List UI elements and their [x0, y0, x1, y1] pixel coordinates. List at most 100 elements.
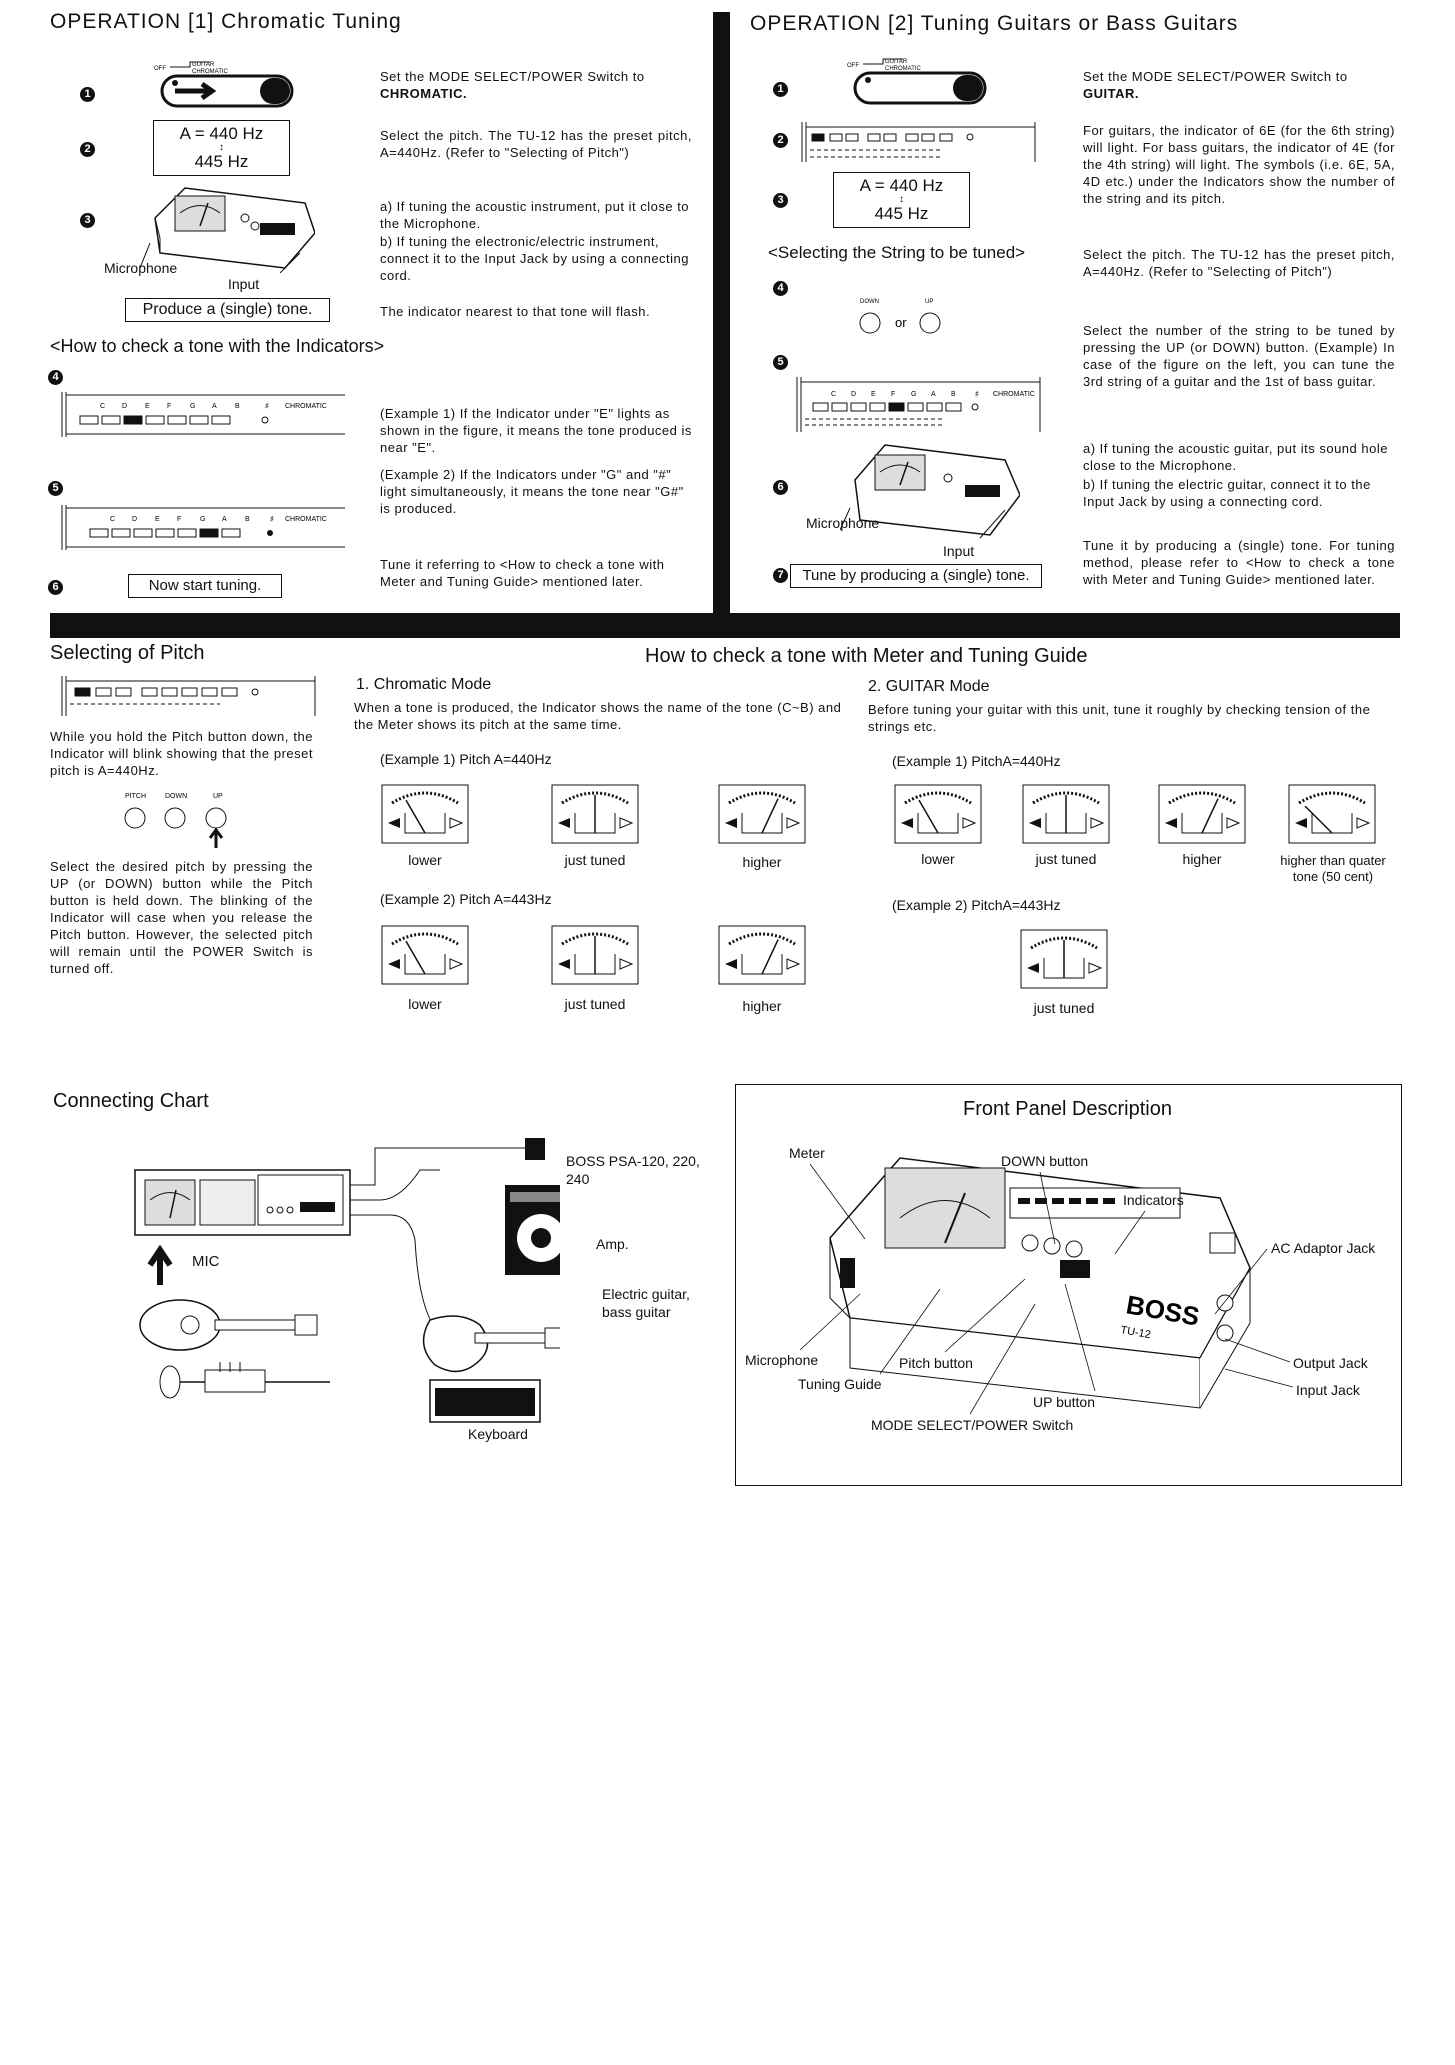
connecting-chart-diagram — [130, 1130, 560, 1460]
pitch-indicator-panel — [60, 676, 320, 716]
svg-text:DOWN: DOWN — [860, 299, 879, 305]
op2-pitch-display: A = 440 Hz ↕ 445 Hz — [833, 172, 970, 228]
guitar-ex1-just: just tuned — [1035, 851, 1097, 867]
op2-title: OPERATION [2] Tuning Guitars or Bass Gui… — [750, 12, 1239, 35]
produce-tone-box: Produce a (single) tone. — [125, 298, 330, 322]
op1-step1-text: Set the MODE SELECT/POWER Switch to CHRO… — [380, 68, 692, 102]
guitar-ex1-higher-meter — [1158, 784, 1246, 844]
step-5: 5 — [48, 481, 63, 496]
how-check-meter-title: How to check a tone with Meter and Tunin… — [645, 645, 1088, 667]
how-check-indicators-heading: <How to check a tone with the Indicators… — [50, 336, 385, 356]
op2-step5b-text: b) If tuning the electric guitar, connec… — [1083, 477, 1371, 509]
pitch-buttons: PITCH DOWN UP — [115, 790, 240, 850]
op2-step-6: 6 — [773, 480, 788, 495]
op1-text1b: CHROMATIC. — [380, 86, 468, 101]
front-panel-box — [735, 1084, 1402, 1486]
connecting-amp-label: Amp. — [596, 1236, 629, 1252]
svg-text:GUITAR: GUITAR — [885, 59, 908, 65]
op2-step5a-text: a) If tuning the acoustic guitar, put it… — [1083, 441, 1388, 473]
op2-step3-text: Select the pitch. The TU-12 has the pres… — [1083, 247, 1395, 279]
chromatic-ex1-higher-meter — [718, 784, 806, 844]
svg-text:CHROMATIC: CHROMATIC — [885, 66, 922, 72]
front-panel-leader-lines — [799, 1163, 1294, 1415]
op2-input-label: Input — [943, 543, 975, 559]
front-up-label: UP button — [1033, 1394, 1096, 1410]
guitar-indicator-panel — [800, 122, 1040, 162]
svg-text:or: or — [895, 315, 907, 330]
connecting-psa-label: BOSS PSA-120, 220, 240 — [566, 1153, 700, 1187]
op2-step-1: 1 — [773, 82, 788, 97]
front-tuning-label: Tuning Guide — [798, 1376, 882, 1392]
svg-text:UP: UP — [213, 793, 223, 800]
chromatic-mode-text: When a tone is produced, the Indicator s… — [354, 700, 842, 732]
guitar-ex1-quarter-meter — [1288, 784, 1376, 844]
front-model-label: TU-12 — [1119, 1324, 1151, 1341]
svg-text:CHROMATIC: CHROMATIC — [192, 69, 229, 75]
op1-step3a-text: a) If tuning the acoustic instrument, pu… — [380, 199, 690, 231]
front-pitch-label: Pitch button — [899, 1355, 973, 1371]
svg-text:C: C — [831, 391, 836, 398]
guitar-example1: (Example 1) PitchA=440Hz — [892, 753, 1061, 769]
step-6: 6 — [48, 580, 63, 595]
svg-text:G: G — [190, 403, 195, 410]
svg-text:E: E — [871, 391, 876, 398]
svg-text:B: B — [245, 516, 250, 523]
chromatic-ex2-just: just tuned — [564, 996, 626, 1012]
svg-text:CHROMATIC: CHROMATIC — [285, 403, 327, 410]
tune-by-producing-box: Tune by producing a (single) tone. — [790, 564, 1042, 588]
microphone-label: Microphone — [104, 260, 178, 276]
example2-indicator-text: (Example 2) If the Indicators under "G" … — [380, 467, 684, 516]
chromatic-ex2-lower-meter — [381, 925, 469, 985]
front-input-label: Input Jack — [1296, 1382, 1360, 1398]
svg-text:PITCH: PITCH — [125, 793, 146, 800]
step-3: 3 — [80, 213, 95, 228]
op2-step6-text: Tune it by producing a (single) tone. Fo… — [1083, 538, 1395, 587]
pitch-b: 445 Hz — [194, 152, 249, 171]
front-ac-label: AC Adaptor Jack — [1271, 1240, 1376, 1256]
step-2: 2 — [80, 142, 95, 157]
op2-text1b: GUITAR. — [1083, 86, 1139, 101]
chromatic-ex2-lower: lower — [408, 996, 442, 1012]
svg-text:E: E — [145, 403, 150, 410]
up-down-buttons: DOWN UP or — [855, 295, 945, 340]
svg-text:GUITAR: GUITAR — [192, 62, 215, 68]
svg-text:CHROMATIC: CHROMATIC — [285, 516, 327, 523]
step-1: 1 — [80, 87, 95, 102]
chromatic-ex1-just-meter — [551, 784, 639, 844]
svg-text:C: C — [110, 516, 115, 523]
chromatic-ex2-higher: higher — [742, 998, 782, 1014]
front-meter-label: Meter — [789, 1145, 825, 1161]
example1-indicator-text: (Example 1) If the Indicator under "E" l… — [380, 406, 692, 455]
chromatic-example1: (Example 1) Pitch A=440Hz — [380, 751, 552, 767]
svg-text:G: G — [911, 391, 916, 398]
svg-text:♯: ♯ — [270, 516, 274, 523]
pitch-display: A = 440 Hz ↕ 445 Hz — [153, 120, 290, 176]
op1-step2-text: Select the pitch. The TU-12 has the pres… — [380, 128, 692, 160]
connecting-mic-label: MIC — [192, 1253, 220, 1270]
front-output-label: Output Jack — [1293, 1355, 1368, 1371]
guitar-ex1-higher-quarter: higher than quater tone (50 cent) — [1280, 853, 1386, 884]
svg-text:OFF: OFF — [847, 63, 859, 69]
op2-step2-text: For guitars, the indicator of 6E (for th… — [1083, 123, 1395, 206]
chromatic-ex2-just-meter — [551, 925, 639, 985]
svg-text:E: E — [155, 516, 160, 523]
svg-text:CHROMATIC: CHROMATIC — [993, 391, 1035, 398]
op2-step1-text: Set the MODE SELECT/POWER Switch to GUIT… — [1083, 68, 1395, 102]
chromatic-mode-title: 1. Chromatic Mode — [356, 676, 492, 693]
guitar-ex2-just: just tuned — [1033, 1000, 1095, 1016]
op1-step3b-text: b) If tuning the electronic/electric ins… — [380, 234, 690, 283]
guitar-ex2-just-meter — [1020, 929, 1108, 989]
svg-text:G: G — [200, 516, 205, 523]
op1-step4-text: The indicator nearest to that tone will … — [380, 304, 651, 319]
svg-text:A: A — [212, 403, 217, 410]
svg-text:C: C — [100, 403, 105, 410]
chromatic-ex1-lower: lower — [408, 852, 442, 868]
tune-referring-text: Tune it referring to <How to check a ton… — [380, 557, 665, 589]
guitar-ex1-just-meter — [1022, 784, 1110, 844]
pitch-arrow: ↕ — [219, 142, 224, 153]
chromatic-example2: (Example 2) Pitch A=443Hz — [380, 891, 552, 907]
svg-text:A: A — [931, 391, 936, 398]
input-label: Input — [228, 276, 260, 292]
